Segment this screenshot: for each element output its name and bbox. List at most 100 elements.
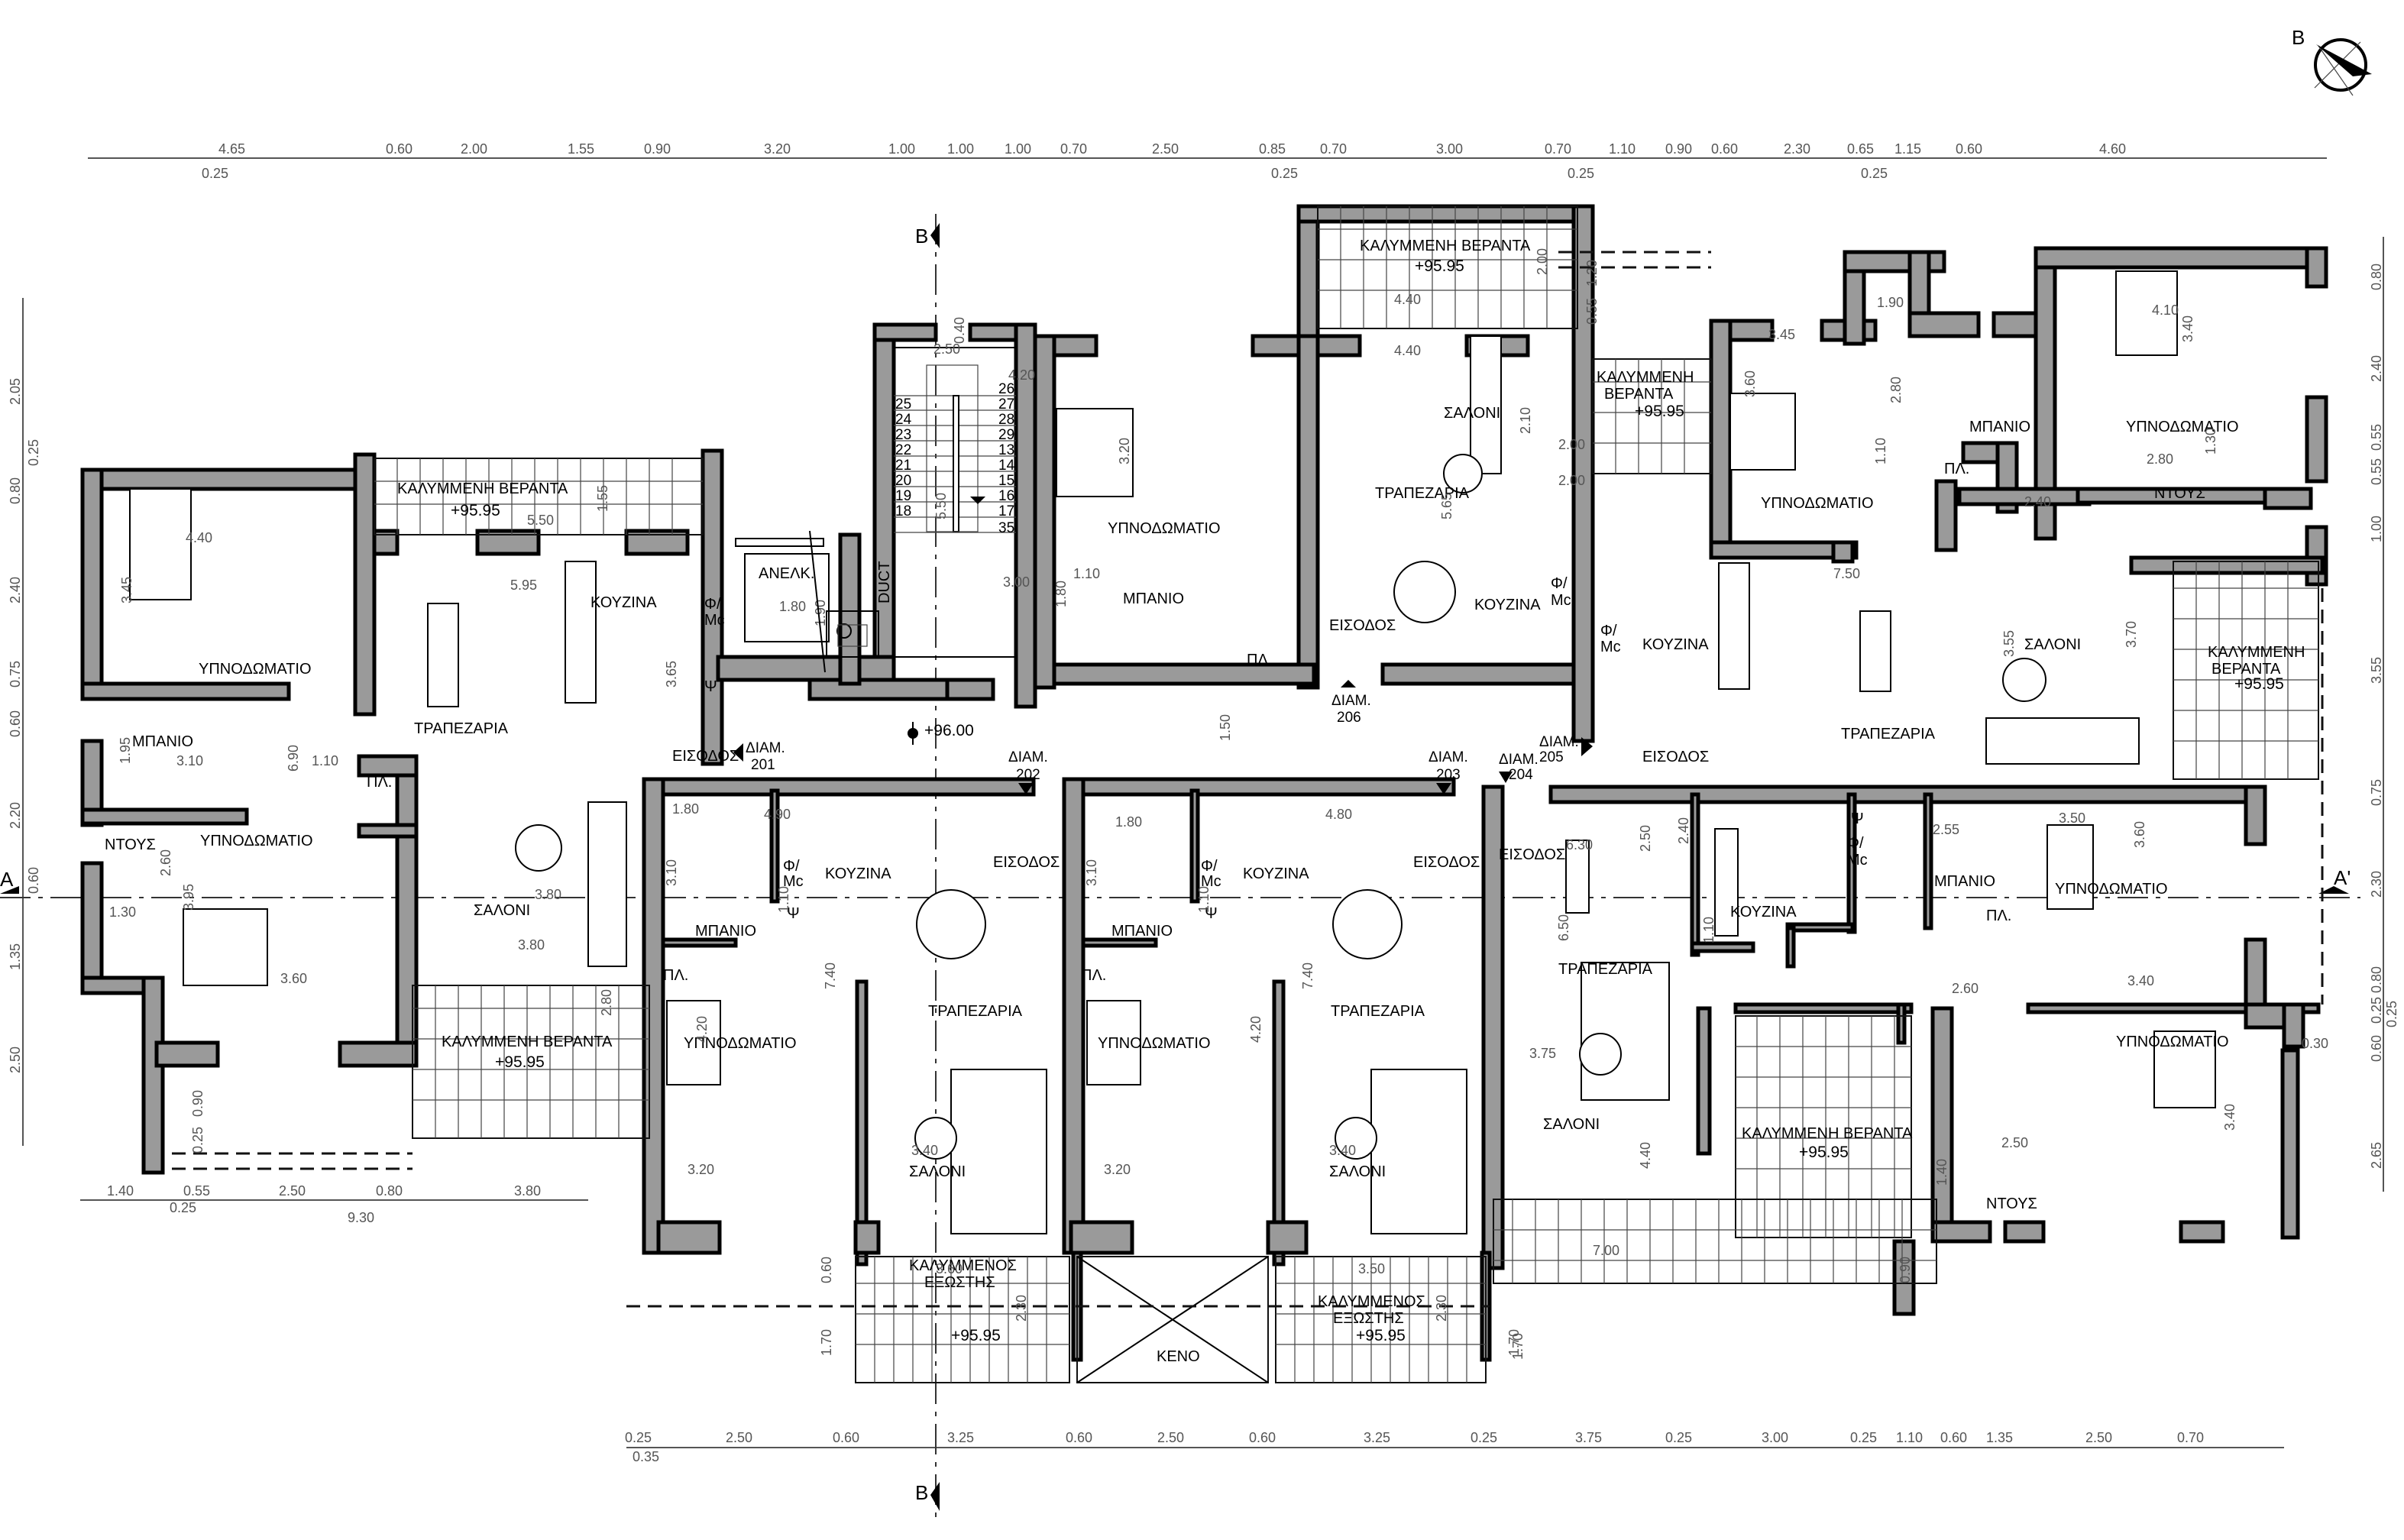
svg-text:0.80: 0.80: [2369, 966, 2384, 993]
dimension-line-right: 0.80 2.40 0.55 0.55 1.00 3.55 0.75 2.30 …: [2369, 237, 2399, 1192]
svg-text:0.25: 0.25: [1471, 1430, 1497, 1445]
svg-text:0.25: 0.25: [625, 1430, 652, 1445]
svg-text:Mc: Mc: [1551, 592, 1571, 609]
svg-text:+95.95: +95.95: [495, 1053, 545, 1071]
svg-text:Ψ: Ψ: [787, 905, 800, 922]
dimension-line-left: 2.05 0.25 0.80 2.40 0.75 0.60 2.20 0.60 …: [8, 298, 41, 1146]
elevator: ΑΝΕΛΚ. 1.80 1.90: [735, 538, 830, 642]
svg-text:29: 29: [998, 427, 1014, 443]
svg-text:2.55: 2.55: [1933, 822, 1959, 837]
svg-text:2.50: 2.50: [933, 341, 960, 357]
label-veranda-201b: ΚΑΛΥΜΜΕΝΗ ΒΕΡΑΝΤΑ: [442, 1034, 613, 1050]
svg-text:A': A': [2334, 866, 2351, 889]
label-bedroom-206: ΥΠΝΟΔΩΜΑΤΙΟ: [1108, 520, 1221, 537]
svg-text:2.50: 2.50: [2085, 1430, 2112, 1445]
svg-text:4.20: 4.20: [1008, 367, 1035, 383]
svg-text:Mc: Mc: [1201, 873, 1221, 890]
svg-text:0.80: 0.80: [8, 477, 23, 504]
svg-text:3.95: 3.95: [181, 884, 196, 911]
svg-text:0.30: 0.30: [2302, 1036, 2328, 1051]
svg-text:0.55: 0.55: [183, 1183, 210, 1199]
svg-text:2.30: 2.30: [1784, 141, 1810, 157]
svg-text:0.60: 0.60: [8, 710, 23, 737]
svg-text:3.50: 3.50: [1358, 1261, 1385, 1276]
level-marker-common: +96.00: [908, 722, 974, 745]
svg-text:Φ/: Φ/: [1600, 623, 1617, 639]
svg-text:0.70: 0.70: [1060, 141, 1087, 157]
label-kitchen-202: ΚΟΥΖΙΝΑ: [825, 865, 891, 882]
svg-text:2.50: 2.50: [1152, 141, 1179, 157]
veranda-grid-205-top: [1592, 358, 1712, 474]
svg-text:ΕΞΩΣΤΗΣ: ΕΞΩΣΤΗΣ: [1333, 1310, 1404, 1327]
svg-text:35: 35: [998, 520, 1014, 536]
svg-text:2.00: 2.00: [461, 141, 487, 157]
label-dining-201: ΤΡΑΠΕΖΑΡΙΑ: [414, 720, 509, 737]
svg-text:2.30: 2.30: [1434, 1295, 1449, 1322]
svg-text:0.90: 0.90: [190, 1090, 205, 1117]
svg-text:3.10: 3.10: [1084, 859, 1099, 886]
svg-text:Mc: Mc: [1847, 852, 1868, 869]
svg-text:22: 22: [895, 442, 911, 458]
svg-text:3.20: 3.20: [1117, 438, 1132, 464]
svg-text:3.60: 3.60: [1742, 370, 1758, 397]
svg-text:0.90: 0.90: [644, 141, 671, 157]
svg-text:+95.95: +95.95: [451, 502, 500, 519]
svg-text:Φ/: Φ/: [1551, 575, 1568, 592]
svg-text:1.80: 1.80: [1115, 814, 1142, 830]
label-living-205: ΣΑΛΟΝΙ: [2024, 636, 2081, 653]
apartment-marker-203: ΔΙΑΜ. 203: [1428, 749, 1468, 794]
svg-text:0.60: 0.60: [26, 867, 41, 894]
furniture: [129, 270, 2216, 1234]
apartment-marker-205: ΔΙΑΜ. 205: [1539, 734, 1593, 765]
svg-text:0.25: 0.25: [26, 439, 41, 466]
svg-text:2.20: 2.20: [8, 802, 23, 829]
svg-text:1.35: 1.35: [1986, 1430, 2013, 1445]
svg-text:3.00: 3.00: [1762, 1430, 1788, 1445]
apartment-marker-206: ΔΙΑΜ. 206: [1331, 680, 1371, 726]
label-kitchen-206: ΚΟΥΖΙΝΑ: [1474, 597, 1541, 613]
svg-text:A: A: [0, 868, 14, 891]
svg-text:ΒΕΡΑΝΤΑ: ΒΕΡΑΝΤΑ: [2211, 661, 2281, 678]
svg-text:203: 203: [1436, 767, 1461, 783]
svg-text:3.10: 3.10: [176, 753, 203, 768]
section-line-a: A A': [0, 866, 2360, 898]
label-entrance-206: ΕΙΣΟΔΟΣ: [1329, 617, 1396, 634]
svg-text:1.80: 1.80: [672, 801, 699, 817]
svg-text:3.55: 3.55: [2001, 630, 2017, 657]
svg-text:1.90: 1.90: [813, 600, 828, 626]
svg-text:0.25: 0.25: [1850, 1430, 1877, 1445]
label-dining-202: ΤΡΑΠΕΖΑΡΙΑ: [928, 1003, 1023, 1020]
svg-text:5.50: 5.50: [933, 493, 949, 519]
svg-text:23: 23: [895, 427, 911, 443]
label-balcony-202: ΚΑΛΥΜΜΕΝΟΣ: [909, 1257, 1017, 1274]
svg-text:202: 202: [1016, 767, 1040, 783]
stair-numbers-right: 26 27 28 29 13 14 15 16 17 35: [998, 381, 1015, 536]
svg-text:1.00: 1.00: [1005, 141, 1031, 157]
svg-text:1.10: 1.10: [312, 753, 338, 768]
label-shower-201: ΝΤΟΥΣ: [105, 836, 156, 853]
balcony-grid-202: [855, 1256, 1070, 1383]
svg-text:7.40: 7.40: [823, 962, 838, 989]
label-bath-201: ΜΠΑΝΙΟ: [132, 733, 193, 750]
label-bedroom-202: ΥΠΝΟΔΩΜΑΤΙΟ: [684, 1035, 797, 1052]
label-entrance-204: ΕΙΣΟΔΟΣ: [1499, 846, 1565, 863]
svg-text:15: 15: [998, 473, 1014, 489]
svg-text:3.10: 3.10: [664, 859, 679, 886]
svg-text:+95.95: +95.95: [1799, 1144, 1849, 1161]
svg-text:2.50: 2.50: [279, 1183, 306, 1199]
svg-text:ΔΙΑΜ.: ΔΙΑΜ.: [746, 740, 785, 756]
svg-text:3.40: 3.40: [1329, 1143, 1356, 1158]
label-veranda-205a: ΚΑΛΥΜΜΕΝΗ: [1597, 369, 1694, 386]
label-bedroom-201a: ΥΠΝΟΔΩΜΑΤΙΟ: [199, 661, 312, 678]
svg-text:3.80: 3.80: [518, 937, 545, 953]
svg-text:1.35: 1.35: [8, 943, 23, 970]
svg-text:18: 18: [895, 503, 911, 519]
svg-text:3.40: 3.40: [2180, 315, 2195, 342]
svg-text:1.40: 1.40: [107, 1183, 134, 1199]
svg-text:ΔΙΑΜ.: ΔΙΑΜ.: [1428, 749, 1468, 765]
svg-text:B: B: [915, 225, 928, 247]
svg-text:7.00: 7.00: [1593, 1243, 1619, 1258]
svg-text:ΔΙΑΜ.: ΔΙΑΜ.: [1539, 734, 1579, 750]
svg-text:Φ/: Φ/: [1847, 835, 1864, 852]
label-bath-204: ΜΠΑΝΙΟ: [1934, 873, 1995, 890]
